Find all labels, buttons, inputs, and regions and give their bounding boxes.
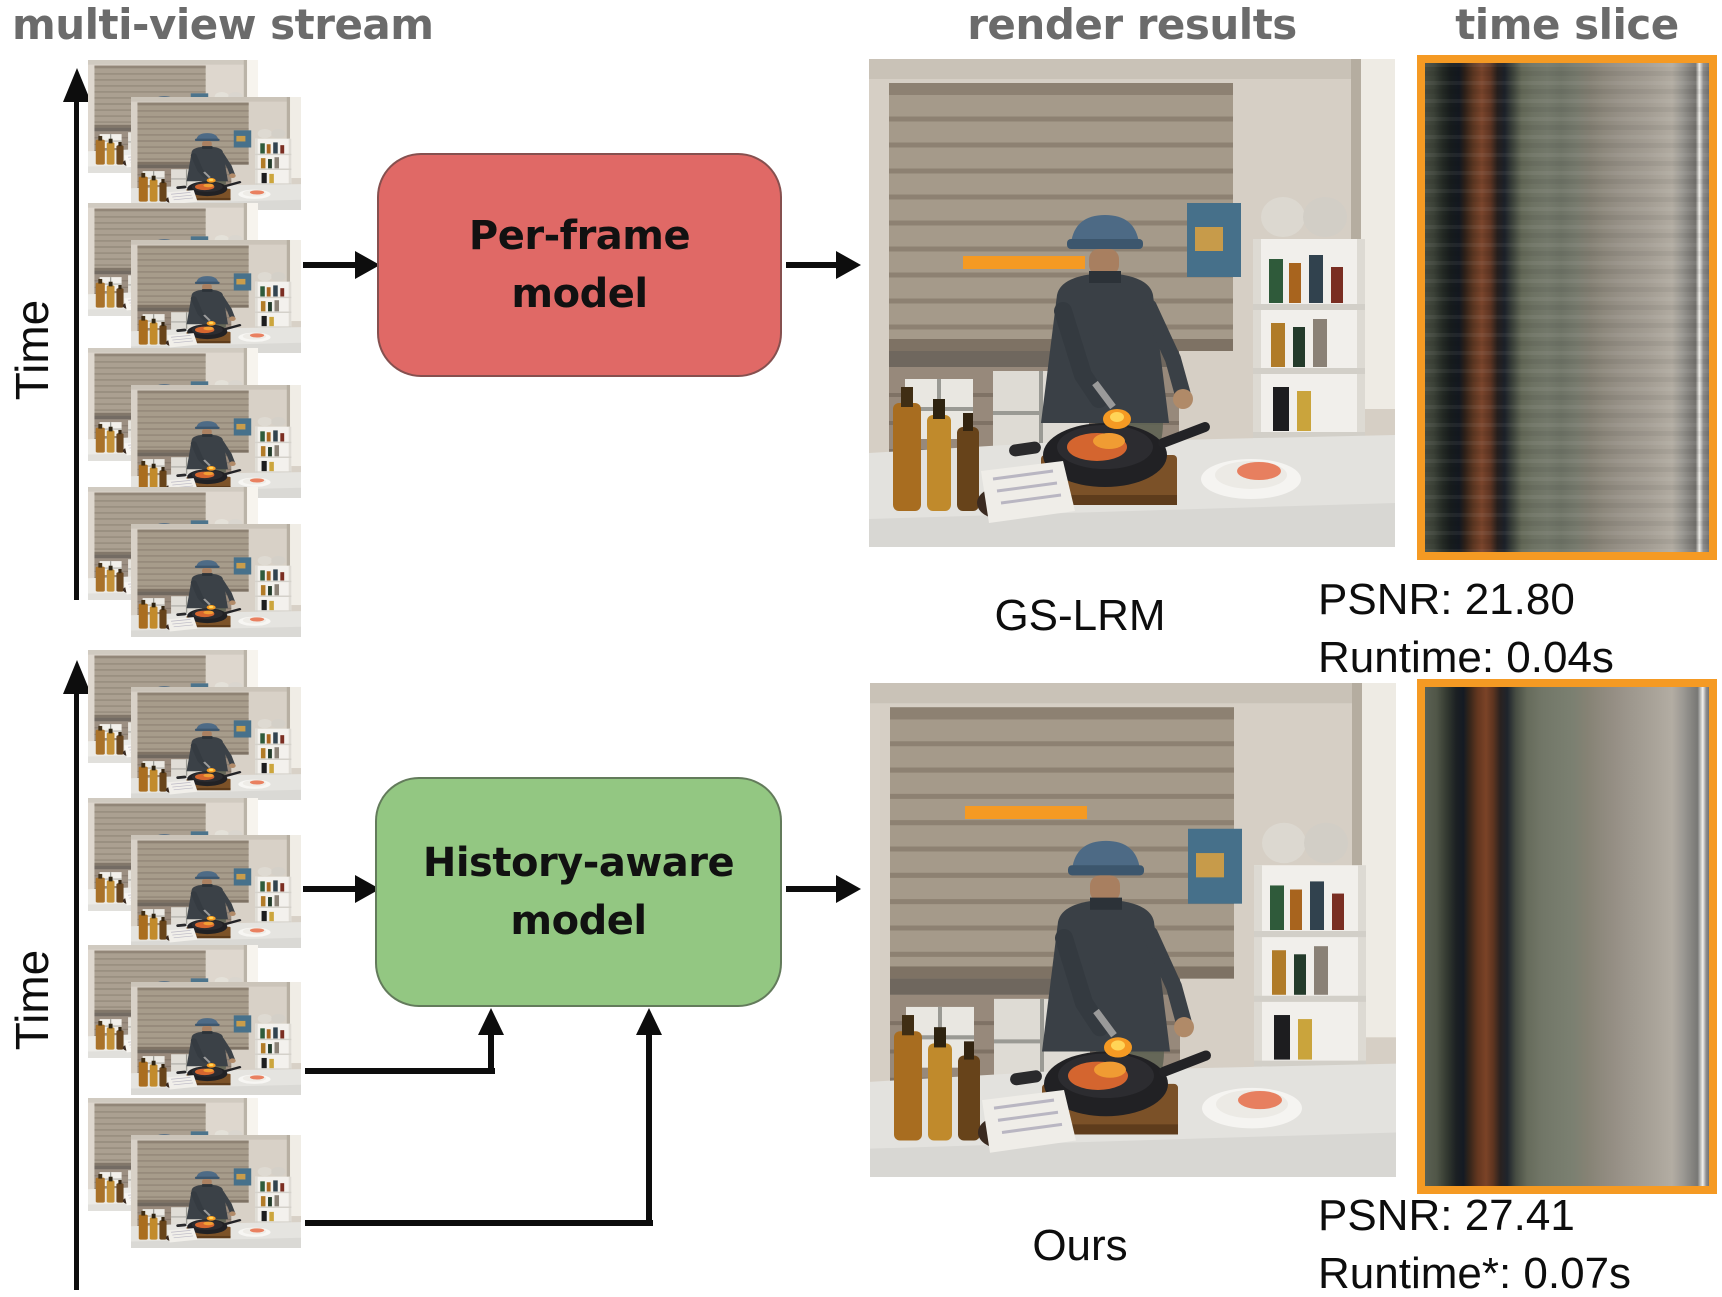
frame-pair <box>88 650 301 800</box>
history-model-label-line2: model <box>510 898 647 944</box>
history-feedback-arrow-2 <box>305 1220 653 1226</box>
time-slice-gslrm-image <box>1425 63 1709 552</box>
time-slice-ours <box>1417 679 1717 1194</box>
render-image-gslrm <box>869 59 1395 547</box>
history-model-label-line1: History-aware <box>422 840 735 886</box>
frame-image-front <box>131 240 301 353</box>
per-frame-model-label-line1: Per-frame <box>468 213 691 259</box>
runtime-value-gslrm: Runtime: 0.04s <box>1318 633 1614 682</box>
history-feedback-arrow-1 <box>305 1068 495 1074</box>
render-image-ours <box>870 683 1396 1177</box>
output-arrowhead-bottom-icon <box>836 875 861 903</box>
time-axis-arrowhead-top-icon <box>63 68 91 102</box>
history-feedback-arrow-1-riser <box>488 1032 494 1074</box>
frame-image-front <box>131 385 301 498</box>
time-axis-bottom <box>74 692 79 1290</box>
time-axis-label-bottom: Time <box>6 949 58 1051</box>
header-render-results: render results <box>967 0 1297 49</box>
runtime-value-ours: Runtime*: 0.07s <box>1318 1249 1632 1297</box>
time-axis-arrowhead-bottom-icon <box>63 660 91 694</box>
header-time-slice: time slice <box>1455 0 1679 49</box>
input-arrowhead-top-icon <box>355 251 380 279</box>
history-feedback-arrowhead-1-icon <box>478 1008 504 1035</box>
frame-pair <box>88 487 301 602</box>
frame-image-front <box>131 97 301 210</box>
time-axis-label-top: Time <box>6 299 58 401</box>
output-arrow-top <box>786 262 838 268</box>
input-arrow-bottom <box>303 886 357 892</box>
output-arrowhead-top-icon <box>836 251 861 279</box>
frame-pair <box>88 945 301 1095</box>
psnr-value-ours: PSNR: 27.41 <box>1318 1191 1575 1240</box>
kitchen-scene-photo <box>870 683 1396 1177</box>
time-axis-top <box>74 100 79 600</box>
frame-pair <box>88 60 301 210</box>
scanline-highlight-ours <box>965 806 1087 819</box>
history-aware-model-box: History-aware model <box>375 777 782 1007</box>
history-feedback-arrowhead-2-icon <box>636 1008 662 1035</box>
history-feedback-arrow-2-riser <box>646 1032 652 1226</box>
result-label-gslrm: GS-LRM <box>994 591 1166 640</box>
frame-image-front <box>131 982 301 1095</box>
frame-image-front <box>131 524 301 637</box>
psnr-value-gslrm: PSNR: 21.80 <box>1318 575 1575 624</box>
kitchen-scene-photo <box>869 59 1395 547</box>
time-slice-ours-image <box>1425 687 1709 1186</box>
frame-pair <box>88 348 301 498</box>
time-slice-gslrm <box>1417 55 1717 560</box>
frame-pair <box>88 798 301 948</box>
frame-pair <box>88 203 301 353</box>
result-label-ours: Ours <box>1032 1221 1128 1270</box>
input-arrow-top <box>303 262 357 268</box>
output-arrow-bottom <box>786 886 838 892</box>
frame-image-front <box>131 1135 301 1248</box>
frame-pair <box>88 1098 301 1248</box>
scanline-highlight-gslrm <box>963 256 1085 269</box>
per-frame-model-label-line2: model <box>511 271 648 317</box>
per-frame-model-box: Per-frame model <box>377 153 782 377</box>
frame-image-front <box>131 835 301 948</box>
frame-image-front <box>131 687 301 800</box>
header-multi-view-stream: multi-view stream <box>12 0 434 49</box>
